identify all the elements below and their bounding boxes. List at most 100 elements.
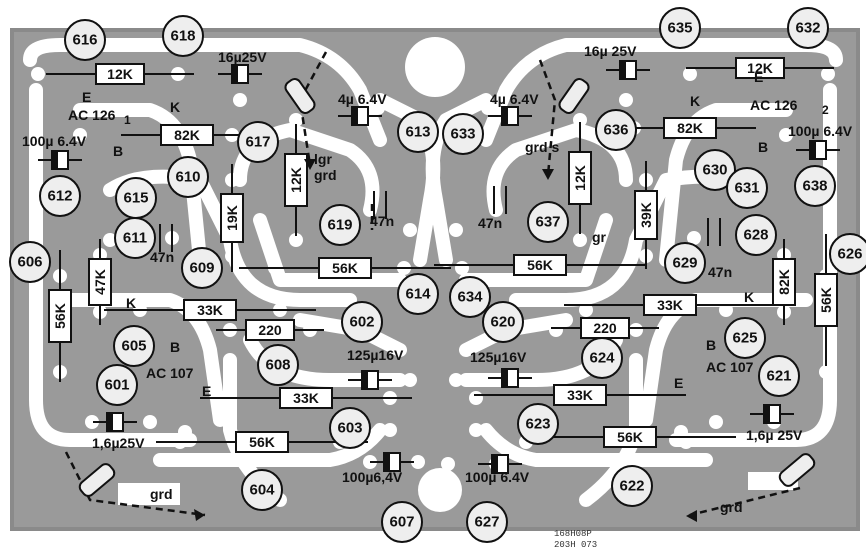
resistor-value: 33K <box>293 390 319 406</box>
resistor-r56k_l1: 56K <box>239 257 451 279</box>
cap-125u-right-label: 125µ16V <box>470 349 527 365</box>
resistor-r33k_r2: 33K <box>474 384 686 406</box>
cap-125u-left-label: 125µ16V <box>347 347 404 363</box>
solder-pad <box>579 303 593 317</box>
text-labels: 16µ25V 4µ 6.4V AC 126 1 100µ 6.4V lgr gr… <box>22 43 853 515</box>
ref-marker-label: 609 <box>189 260 214 277</box>
ref-marker-620: 620 <box>482 301 524 343</box>
solder-pad <box>709 415 723 429</box>
resistor-r220_l: 220 <box>216 319 324 341</box>
cap-125u-left-capacitor <box>348 370 392 390</box>
cap-47n-right-label-2: 47n <box>708 264 732 280</box>
ref-marker-label: 629 <box>672 255 697 272</box>
ref-marker-622: 622 <box>611 465 653 507</box>
ref-marker-632: 632 <box>787 7 829 49</box>
ref-marker-label: 616 <box>72 32 97 49</box>
ref-marker-label: 635 <box>667 20 692 37</box>
solder-pad <box>583 261 597 275</box>
resistor-value: 56K <box>249 434 275 450</box>
pin-b-1: B <box>113 143 123 159</box>
cap-16u-right-label: 16µ 25V <box>584 43 637 59</box>
resistor-r82k_l: 82K <box>121 124 253 146</box>
cap-16u-left-capacitor <box>218 64 262 84</box>
ref-marker-label: 608 <box>265 357 290 374</box>
pin-k-3: K <box>690 93 700 109</box>
solder-pad <box>455 261 469 275</box>
ceramic-capacitor-0 <box>373 191 387 219</box>
resistor-r56k_r2: 56K <box>524 426 736 448</box>
solder-pad <box>73 128 87 142</box>
solder-pad <box>178 425 192 439</box>
resistor-value: 56K <box>332 260 358 276</box>
solder-pad <box>549 323 563 337</box>
ref-marker-631: 631 <box>726 167 768 209</box>
ref-marker-625: 625 <box>724 317 766 359</box>
resistor-value: 56K <box>52 303 68 329</box>
resistor-r82k_r: 82K <box>624 117 756 139</box>
resistor-r12k_l: 12K <box>46 63 194 85</box>
footer-code-1: 168H08P <box>554 529 592 539</box>
solder-pad <box>635 391 649 405</box>
resistor-value: 12K <box>747 60 773 76</box>
resistor-r39k: 39K <box>634 161 658 269</box>
ref-marker-label: 601 <box>104 377 129 394</box>
ref-marker-label: 630 <box>702 162 727 179</box>
pin-b-4: B <box>706 337 716 353</box>
ref-marker-label: 637 <box>535 214 560 231</box>
arrow-heads <box>194 159 697 522</box>
solder-pad <box>573 233 587 247</box>
resistor-r47k_l: 47K <box>88 239 112 325</box>
solder-pad <box>469 391 483 405</box>
cap-100u64-right-capacitor <box>478 454 522 474</box>
solder-pad <box>289 113 303 127</box>
cap-4u-right-label: 4µ 6.4V <box>490 91 539 107</box>
ref-marker-label: 615 <box>123 190 148 207</box>
ac126-left-label: AC 126 <box>68 107 116 123</box>
ref-marker-616: 616 <box>64 19 106 61</box>
solder-pad <box>821 67 835 81</box>
ref-marker-label: 610 <box>175 169 200 186</box>
ref-marker-629: 629 <box>664 242 706 284</box>
solder-pad <box>629 323 643 337</box>
cap-125u-right-capacitor <box>488 368 532 388</box>
cap-4u-left-capacitor <box>338 106 382 126</box>
resistor-r33k_l1: 33K <box>104 299 316 321</box>
resistor-r56k_r1: 56K <box>434 254 646 276</box>
solder-pad <box>619 93 633 107</box>
cap-100u-right-label: 100µ 6.4V <box>788 123 853 139</box>
ref-marker-label: 618 <box>170 28 195 45</box>
connector-pad-left <box>118 483 180 505</box>
ref-marker-label: 604 <box>249 482 275 499</box>
ref-marker-label: 613 <box>405 124 430 141</box>
ref-marker-label: 633 <box>450 126 475 143</box>
resistor-value: 39K <box>638 202 654 228</box>
ref-marker-624: 624 <box>581 337 623 379</box>
grd-bottom-left-label: grd <box>150 486 173 502</box>
ref-marker-628: 628 <box>735 214 777 256</box>
solder-pad <box>403 223 417 237</box>
ref-marker-634: 634 <box>449 276 491 318</box>
solder-pad <box>779 128 793 142</box>
pin-k-2: K <box>126 295 136 311</box>
ref-marker-label: 620 <box>490 314 515 331</box>
ref-marker-label: 622 <box>619 478 644 495</box>
ref-marker-label: 606 <box>17 254 42 271</box>
grd-s-label: grd s <box>525 139 559 155</box>
lgr-label: lgr <box>314 151 332 167</box>
solder-pad <box>371 101 385 115</box>
transistor-top-left <box>284 78 316 114</box>
cap-1u6-right-capacitor <box>750 404 794 424</box>
pin-e-4: E <box>674 375 683 391</box>
resistor-r56k_rv: 56K <box>814 234 838 366</box>
ref-marker-615: 615 <box>115 177 157 219</box>
mounting-hole-top <box>405 37 465 97</box>
ref-marker-label: 623 <box>525 416 550 433</box>
ref-marker-label: 619 <box>327 217 352 234</box>
resistor-value: 82K <box>677 120 703 136</box>
solder-pad <box>449 223 463 237</box>
resistor-value: 56K <box>617 429 643 445</box>
ref-marker-label: 628 <box>743 227 768 244</box>
ref-marker-label: 617 <box>245 134 270 151</box>
ac107-left-label: AC 107 <box>146 365 194 381</box>
